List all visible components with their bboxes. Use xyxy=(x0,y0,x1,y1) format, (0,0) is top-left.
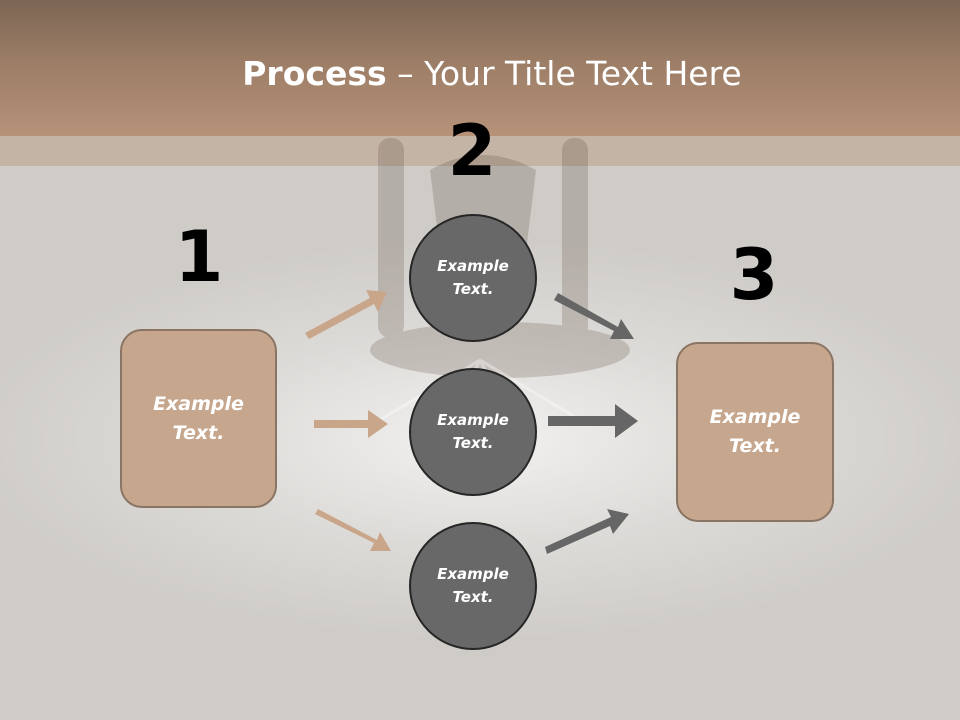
arrow-up-right-gray xyxy=(545,509,629,554)
step-2-circle-middle: Example Text. xyxy=(409,368,537,496)
step-1-text: Example Text. xyxy=(153,392,244,444)
arrow-right-gray xyxy=(548,404,638,438)
step-2-text-top: Example Text. xyxy=(437,257,509,298)
title-bold: Process xyxy=(242,54,387,93)
arrow-down-right-tan xyxy=(315,509,391,551)
arrow-down-right-gray xyxy=(554,293,634,339)
title-banner xyxy=(0,0,960,136)
step-number-1: 1 xyxy=(174,216,224,298)
step-2-circle-top: Example Text. xyxy=(409,214,537,342)
step-number-3: 3 xyxy=(729,234,779,316)
title-rest: – Your Title Text Here xyxy=(386,54,742,93)
step-3-text: Example Text. xyxy=(709,406,801,457)
step-3-box: Example Text. xyxy=(676,342,834,522)
arrow-up-right-tan xyxy=(305,290,387,339)
step-2-text-middle: Example Text. xyxy=(437,411,509,452)
step-2-text-bottom: Example Text. xyxy=(437,565,509,606)
step-number-2: 2 xyxy=(447,110,497,192)
banner-strip xyxy=(0,136,960,166)
arrow-right-tan xyxy=(314,410,388,438)
step-2-circle-bottom: Example Text. xyxy=(409,522,537,650)
slide-title: Process – Your Title Text Here xyxy=(0,54,960,94)
step-1-box: Example Text. xyxy=(120,329,277,508)
